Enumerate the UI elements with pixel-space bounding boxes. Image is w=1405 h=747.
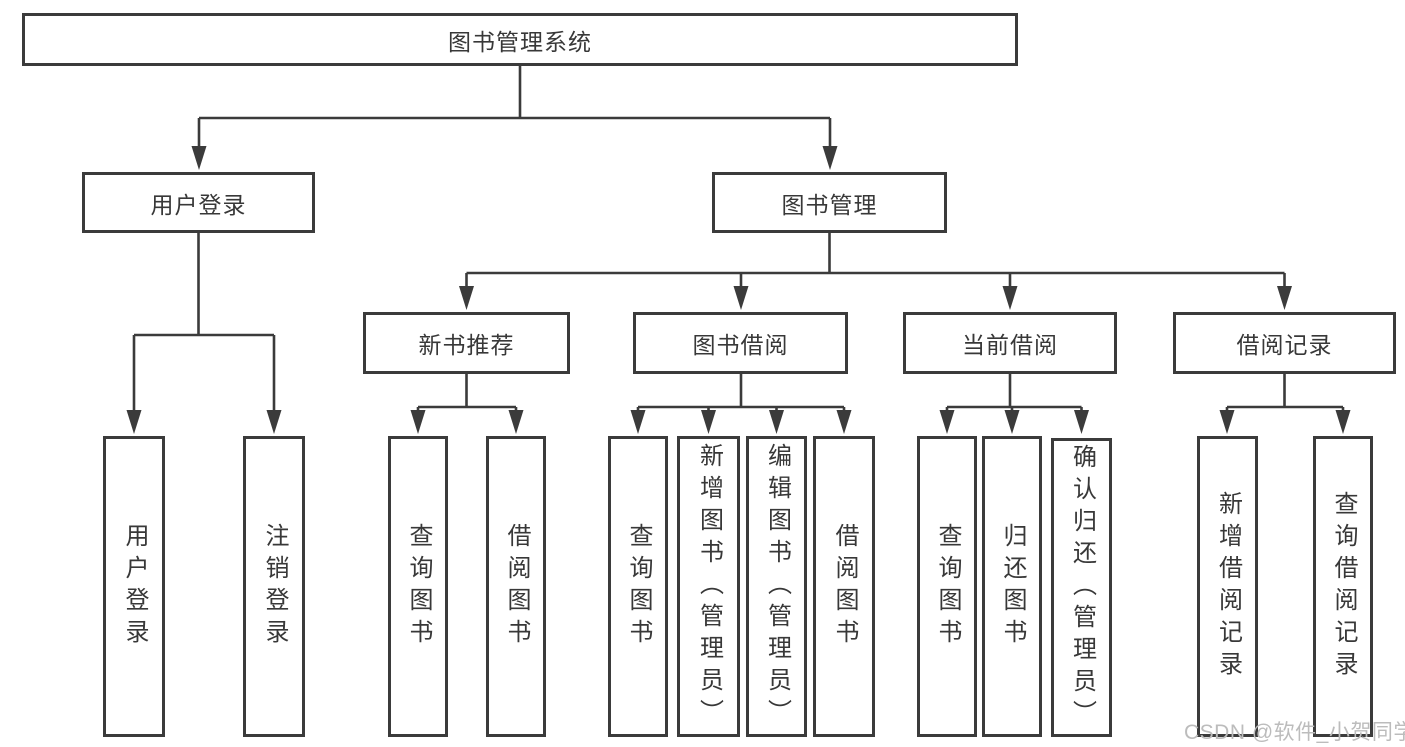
- leaf-user-login: 用户登录: [103, 436, 165, 737]
- leaf-br-add-record-label: 新增借阅记录: [1214, 490, 1242, 683]
- leaf-bb-borrow-books-label: 借阅图书: [831, 522, 858, 651]
- leaf-cb-return-books-label: 归还图书: [999, 522, 1026, 651]
- leaf-bb-edit-books: 编辑图书（管理员）: [746, 436, 807, 737]
- leaf-br-query-record: 查询借阅记录: [1313, 436, 1373, 737]
- node-current-borrow: 当前借阅: [903, 312, 1117, 374]
- node-user-login-label: 用户登录: [150, 191, 247, 218]
- leaf-cb-return-books: 归还图书: [982, 436, 1042, 737]
- leaf-cb-query-books-label: 查询图书: [934, 522, 961, 651]
- leaf-br-add-record: 新增借阅记录: [1197, 436, 1258, 737]
- csdn-watermark: CSDN @软件_小贺同学: [1184, 721, 1405, 744]
- node-book-borrow-label: 图书借阅: [692, 332, 789, 358]
- leaf-bb-borrow-books: 借阅图书: [813, 436, 875, 737]
- leaf-rec-query-books: 查询图书: [388, 436, 448, 737]
- node-root-label: 图书管理系统: [448, 28, 592, 55]
- leaf-rec-borrow-books: 借阅图书: [486, 436, 546, 737]
- leaf-br-query-record-label: 查询借阅记录: [1330, 490, 1357, 683]
- leaf-bb-query-books: 查询图书: [608, 436, 668, 737]
- node-book-management-label: 图书管理: [781, 191, 878, 218]
- node-book-borrow: 图书借阅: [633, 312, 848, 374]
- leaf-logout-label: 注销登录: [261, 522, 288, 651]
- leaf-cb-query-books: 查询图书: [917, 436, 977, 737]
- leaf-bb-edit-books-label: 编辑图书（管理员）: [763, 442, 791, 731]
- node-new-book-recommend-label: 新书推荐: [418, 332, 515, 358]
- leaf-rec-borrow-books-label: 借阅图书: [503, 522, 530, 651]
- leaf-logout: 注销登录: [243, 436, 305, 737]
- node-borrow-records: 借阅记录: [1173, 312, 1396, 374]
- node-new-book-recommend: 新书推荐: [363, 312, 570, 374]
- node-current-borrow-label: 当前借阅: [962, 332, 1058, 358]
- node-book-management: 图书管理: [712, 172, 947, 233]
- leaf-user-login-label: 用户登录: [121, 522, 148, 651]
- node-borrow-records-label: 借阅记录: [1236, 332, 1333, 358]
- leaf-rec-query-books-label: 查询图书: [405, 522, 432, 651]
- leaf-bb-query-books-label: 查询图书: [625, 522, 652, 651]
- leaf-cb-confirm-return-label: 确认归还（管理员）: [1068, 443, 1096, 732]
- node-root: 图书管理系统: [22, 13, 1018, 66]
- leaf-bb-add-books: 新增图书（管理员）: [677, 436, 740, 737]
- leaf-bb-add-books-label: 新增图书（管理员）: [695, 442, 723, 731]
- node-user-login: 用户登录: [82, 172, 315, 233]
- leaf-cb-confirm-return: 确认归还（管理员）: [1051, 438, 1112, 737]
